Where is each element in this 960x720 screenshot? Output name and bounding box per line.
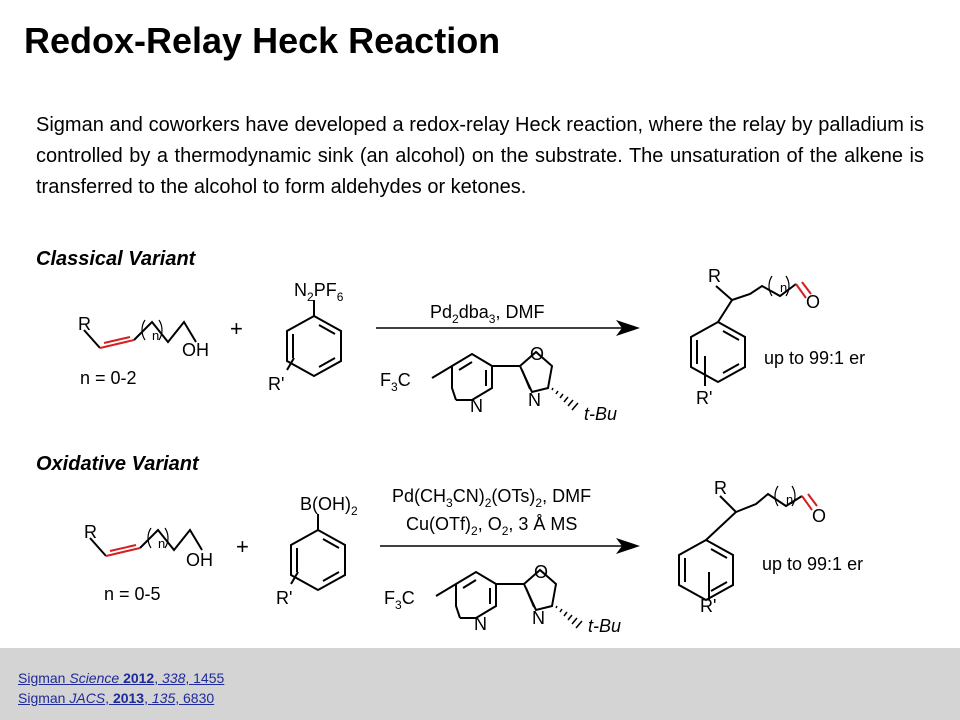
oxidative-ligand-oxazoline-n: N (532, 608, 545, 628)
ref1-journal: Science (69, 670, 120, 686)
ref1-author: Sigman (18, 670, 66, 686)
classical-substrate-r: R (78, 314, 91, 334)
ref1-volume: 338 (162, 670, 186, 686)
ref2-volume: 135 (151, 690, 176, 706)
classical-ligand-pyridine-n: N (470, 396, 483, 416)
oxidative-ligand-cf3: F3C (384, 588, 415, 612)
oxidative-conditions-line1: Pd(CH3CN)2(OTs)2, DMF (392, 486, 591, 510)
classical-product-carbonyl (795, 281, 812, 299)
ref2-journal: JACS (69, 690, 106, 706)
oxidative-scheme: R n OH n = 0-5 + B(OH)2 R' Pd(CH3CN)2(OT… (84, 478, 863, 636)
oxidative-ligand-structure (435, 568, 558, 619)
oxidative-variant-label: Oxidative Variant (36, 453, 199, 475)
ref1-page: 1455 (193, 670, 225, 686)
classical-ligand-cf3: F3C (380, 370, 411, 394)
oxidative-selectivity: up to 99:1 er (762, 554, 863, 574)
oxidative-ligand-tbu: t-Bu (588, 616, 621, 636)
classical-conditions: Pd2dba3, DMF (430, 302, 544, 326)
oxidative-product-r: R (714, 478, 727, 498)
classical-product-r: R (708, 266, 721, 286)
oxidative-product-rprime: R' (700, 596, 716, 616)
oxidative-n-range: n = 0-5 (104, 584, 161, 604)
classical-ligand-tbu: t-Bu (584, 404, 617, 424)
oxidative-ligand-hash-bond (555, 605, 583, 629)
classical-substrate-structure (83, 319, 197, 349)
oxidative-ligand-oxazoline-o: O (534, 562, 548, 582)
oxidative-conditions-line2: Cu(OTf)2, O2, 3 Å MS (406, 514, 577, 538)
oxidative-substrate-n: n (158, 536, 165, 551)
classical-arene-group: N2PF6 (294, 280, 344, 304)
oxidative-alkene-bond (105, 544, 141, 557)
classical-arene-rprime: R' (268, 374, 284, 394)
oxidative-product-structure (678, 485, 803, 602)
classical-reaction-arrow (376, 320, 640, 336)
oxidative-arene-rprime: R' (276, 588, 292, 608)
oxidative-ligand-pyridine-n: N (474, 614, 487, 634)
classical-product-structure (690, 275, 797, 386)
oxidative-reaction-arrow (380, 538, 640, 554)
ref2-author: Sigman (18, 690, 66, 706)
reaction-schemes: R n OH n = 0-2 + N2PF6 R' Pd2dba3, DMF (78, 266, 865, 636)
classical-substrate-n: n (152, 328, 159, 343)
slide-title: Redox-Relay Heck Reaction (24, 20, 501, 61)
oxidative-substrate-r: R (84, 522, 97, 542)
classical-product-n: n (780, 280, 787, 295)
classical-scheme: R n OH n = 0-2 + N2PF6 R' Pd2dba3, DMF (78, 266, 865, 424)
oxidative-product-n: n (786, 492, 793, 507)
oxidative-substrate-oh: OH (186, 550, 213, 570)
oxidative-plus-sign: + (236, 534, 249, 559)
classical-arene-structure (286, 300, 342, 378)
classical-n-range: n = 0-2 (80, 368, 137, 388)
classical-ligand-structure (431, 350, 554, 401)
intro-paragraph: Sigman and coworkers have developed a re… (36, 114, 924, 198)
oxidative-arene-group: B(OH)2 (300, 494, 358, 518)
classical-product-o: O (806, 292, 820, 312)
classical-alkene-bond (99, 336, 135, 349)
classical-product-rprime: R' (696, 388, 712, 408)
classical-ligand-oxazoline-o: O (530, 344, 544, 364)
ref2-year: 2013 (112, 690, 145, 706)
classical-ligand-oxazoline-n: N (528, 390, 541, 410)
classical-selectivity: up to 99:1 er (764, 348, 865, 368)
classical-plus-sign: + (230, 316, 243, 341)
ref2-page: 6830 (183, 690, 215, 706)
oxidative-substrate-structure (89, 527, 203, 557)
ref1-year: 2012 (123, 670, 155, 686)
classical-variant-label: Classical Variant (36, 248, 196, 270)
oxidative-arene-structure (290, 514, 346, 592)
classical-substrate-oh: OH (182, 340, 209, 360)
reference-link-science[interactable]: Sigman Science 2012, 338, 1455 (18, 670, 225, 686)
oxidative-product-carbonyl (801, 493, 818, 511)
reference-link-jacs[interactable]: Sigman JACS, 2013, 135, 6830 (18, 690, 215, 706)
oxidative-product-o: O (812, 506, 826, 526)
reference-footer: Sigman Science 2012, 338, 1455 Sigman JA… (0, 648, 960, 720)
classical-ligand-hash-bond (551, 387, 579, 411)
